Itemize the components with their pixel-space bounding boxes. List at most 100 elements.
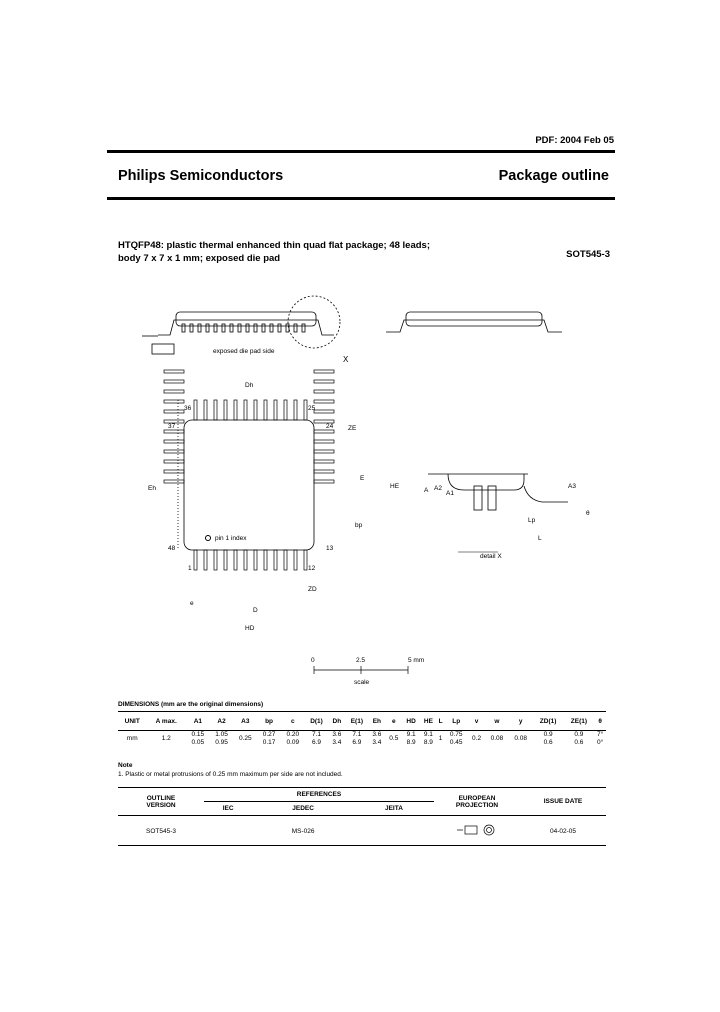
dimension-value-cell: 0.20 0.09	[286, 731, 300, 746]
package-lead	[303, 399, 308, 421]
scale-tick-2-5: 2.5	[356, 657, 365, 664]
pdf-date: PDF: 2004 Feb 05	[535, 135, 614, 146]
package-lead	[313, 369, 335, 374]
package-lead	[253, 399, 258, 421]
package-lead	[163, 439, 185, 444]
package-lead	[263, 549, 268, 571]
dim-d: D	[253, 607, 258, 614]
package-lead	[303, 549, 308, 571]
dimension-value-cell: 7.1 6.9	[311, 731, 322, 746]
dimension-value-cell: 0.25	[238, 735, 252, 742]
package-title: HTQFP48: plastic thermal enhanced thin q…	[118, 239, 430, 265]
side-lead	[181, 323, 186, 333]
package-lead	[243, 399, 248, 421]
dimension-header: v	[468, 711, 486, 731]
outline-table: OUTLINE VERSION REFERENCES EUROPEAN PROJ…	[118, 787, 606, 850]
references-header: REFERENCES	[204, 787, 434, 802]
package-lead	[243, 549, 248, 571]
scale-tick-0: 0	[311, 657, 315, 664]
side-label: exposed die pad side	[213, 348, 275, 355]
dimension-value-cell: 0.5	[389, 735, 399, 742]
dimension-header: D(1)	[304, 711, 329, 731]
header-rule-top	[107, 150, 615, 153]
dimension-header: bp	[257, 711, 281, 731]
package-lead	[283, 549, 288, 571]
package-lead	[163, 409, 185, 414]
dimension-value-cell: 0.75 0.45	[449, 731, 463, 746]
dimension-header: A2	[209, 711, 234, 731]
dimension-header: ZE(1)	[563, 711, 595, 731]
side-lead	[245, 323, 250, 333]
side-lead	[237, 323, 242, 333]
dimension-header: L	[436, 711, 445, 731]
package-lead	[293, 549, 298, 571]
package-lead	[163, 389, 185, 394]
side-lead	[277, 323, 282, 333]
dimension-header: A3	[233, 711, 258, 731]
dimension-header: HE	[419, 711, 437, 731]
side-view-right	[386, 311, 562, 333]
projection-symbol	[434, 816, 520, 851]
package-lead	[193, 399, 198, 421]
package-code: SOT545-3	[566, 249, 610, 260]
dimension-header: E(1)	[345, 711, 369, 731]
dimension-value-cell: 0.27 0.17	[262, 731, 276, 746]
package-lead	[253, 549, 258, 571]
package-lead	[203, 549, 208, 571]
projection-icon	[457, 824, 495, 836]
dimension-header: Dh	[328, 711, 346, 731]
header-rule-bottom	[107, 197, 615, 200]
dimension-value-cell: 7° 0°	[596, 731, 604, 746]
dim-hd: HD	[245, 625, 255, 632]
company-name: Philips Semiconductors	[118, 168, 284, 184]
dimension-header: Lp	[444, 711, 469, 731]
side-lead	[285, 323, 290, 333]
dimension-header: Eh	[368, 711, 386, 731]
side-lead	[269, 323, 274, 333]
package-lead	[163, 449, 185, 454]
outline-version-header: OUTLINE VERSION	[118, 787, 204, 816]
dim-bp: bp	[355, 522, 363, 529]
package-lead	[223, 549, 228, 571]
dim-theta: θ	[586, 510, 590, 517]
dimension-value-cell: 0.08	[490, 735, 504, 742]
side-lead	[221, 323, 226, 333]
package-lead	[223, 399, 228, 421]
pin-label-25: 25	[308, 405, 316, 412]
pin-label-24: 24	[326, 423, 334, 430]
package-lead	[313, 449, 335, 454]
side-lead	[293, 323, 298, 333]
side-lead	[197, 323, 202, 333]
dim-a2: A2	[434, 485, 442, 492]
dimension-value-cell: 0.15 0.05	[191, 731, 205, 746]
package-lead	[163, 379, 185, 384]
side-lead	[205, 323, 210, 333]
dim-a3: A3	[568, 483, 576, 490]
side-lead	[253, 323, 258, 333]
package-lead	[313, 379, 335, 384]
package-title-line2: body 7 x 7 x 1 mm; exposed die pad	[118, 253, 281, 264]
dimension-header: w	[485, 711, 509, 731]
dim-dh: Dh	[245, 382, 254, 389]
package-title-line1: HTQFP48: plastic thermal enhanced thin q…	[118, 240, 430, 251]
package-lead	[163, 429, 185, 434]
scale-tick-5: 5 mm	[408, 657, 424, 664]
package-lead	[163, 419, 185, 424]
dimension-value-cell: 1.2	[161, 735, 171, 742]
package-lead	[313, 469, 335, 474]
package-lead	[313, 439, 335, 444]
dimension-value-cell: 0.9 0.6	[543, 731, 553, 746]
dimension-value-cell: 0.9 0.6	[574, 731, 584, 746]
dimension-value-cell: 3.6 3.4	[372, 731, 382, 746]
pin-label-37: 37	[168, 423, 176, 430]
pin-label-36: 36	[184, 405, 192, 412]
x-label: X	[343, 355, 349, 364]
dimension-header: e	[385, 711, 403, 731]
dimension-value-cell: 0.2	[472, 735, 482, 742]
dim-lp: Lp	[528, 517, 536, 524]
jedec-cell: MS-026	[291, 827, 315, 835]
package-lead	[163, 399, 185, 404]
dimension-header: c	[280, 711, 305, 731]
side-lead	[229, 323, 234, 333]
